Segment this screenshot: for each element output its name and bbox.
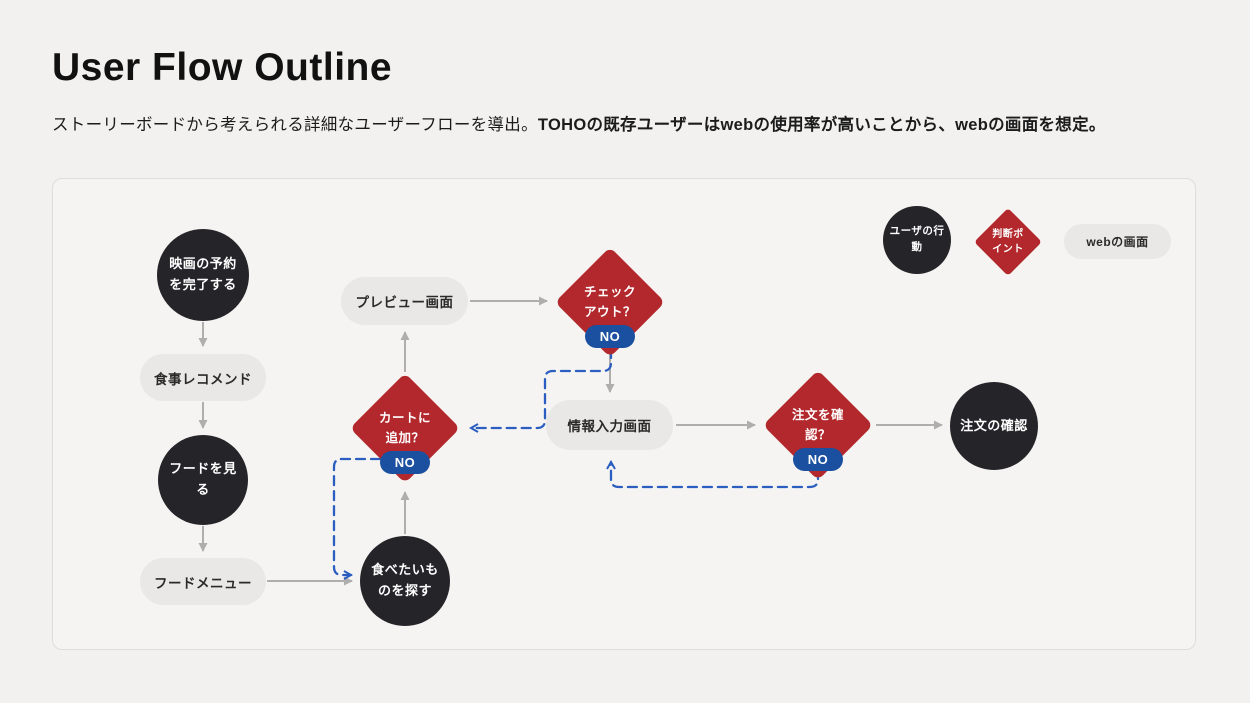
subtitle-normal: ストーリーボードから考えられる詳細なユーザーフローを導出。 (52, 116, 538, 134)
node-preview-screen[interactable]: プレビュー画面 (341, 277, 468, 325)
node-label: 食事レコメンド (154, 371, 252, 387)
no-badge: NO (793, 448, 843, 471)
node-info-input-screen[interactable]: 情報入力画面 (546, 400, 673, 450)
node-label: フードを見 る (169, 461, 237, 497)
legend-web-screen: webの画面 (1064, 224, 1171, 259)
node-label: 注文の確認 (960, 417, 1028, 433)
page-subtitle: ストーリーボードから考えられる詳細なユーザーフローを導出。TOHOの既存ユーザー… (52, 113, 1106, 138)
legend-user-action: ユーザの行 動 (883, 206, 951, 274)
node-label: フードメニュー (154, 575, 252, 591)
legend-decision-point: 判断ポ イント (974, 208, 1042, 276)
no-badge: NO (585, 325, 635, 348)
subtitle-bold: TOHOの既存ユーザーはwebの使用率が高いことから、webの画面を想定。 (537, 116, 1106, 134)
node-label: 情報入力画面 (567, 419, 652, 434)
node-search-food[interactable]: 食べたいも のを探す (360, 536, 450, 626)
node-confirm-order-decision[interactable]: 注文を確 認？ NO (763, 370, 873, 480)
node-food-menu-screen[interactable]: フードメニュー (140, 558, 266, 605)
legend-label: ユーザの行 動 (889, 225, 945, 253)
node-add-to-cart-decision[interactable]: カートに 追加？ NO (350, 373, 460, 483)
node-label: チェック アウト？ (583, 285, 636, 319)
legend-label: webの画面 (1086, 235, 1149, 249)
legend-label: 判断ポ イント (992, 229, 1024, 255)
node-label: プレビュー画面 (355, 295, 454, 310)
no-badge: NO (380, 451, 430, 474)
node-label: 映画の予約 を完了する (169, 256, 237, 292)
node-meal-recommend-screen[interactable]: 食事レコメンド (140, 354, 266, 401)
node-view-food[interactable]: フードを見 る (158, 435, 248, 525)
page-title: User Flow Outline (52, 46, 393, 89)
node-label: 注文を確 認？ (791, 408, 844, 442)
node-label: 食べたいも のを探す (371, 562, 439, 598)
node-checkout-decision[interactable]: チェック アウト？ NO (555, 247, 665, 357)
node-complete-movie-booking[interactable]: 映画の予約 を完了する (157, 229, 249, 321)
node-label: カートに 追加？ (378, 411, 431, 445)
node-order-confirmation[interactable]: 注文の確認 (950, 382, 1038, 470)
